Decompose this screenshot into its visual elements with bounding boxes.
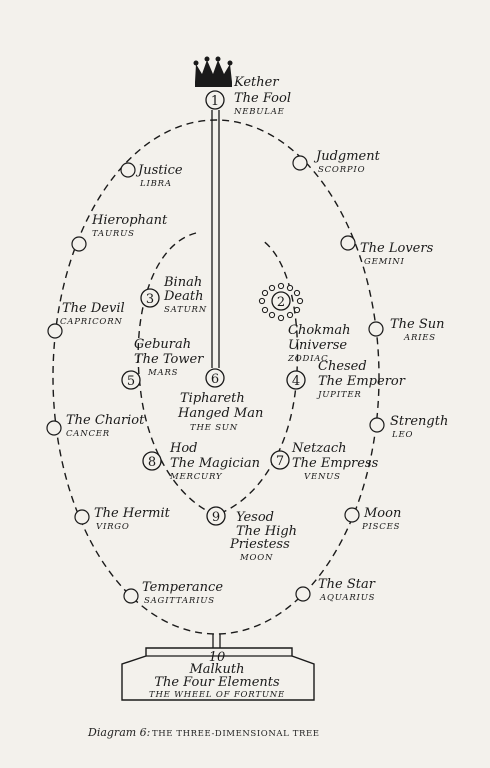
outer-sign: VIRGO (96, 522, 130, 532)
outer-temperance: Temperance SAGITTARIUS (123, 580, 223, 606)
node-number: 3 (146, 292, 154, 307)
node-name: Chokmah (288, 323, 350, 338)
node-number: 1 (211, 94, 219, 109)
node-card: Hanged Man (177, 406, 263, 421)
node-attribution: MARS (147, 368, 178, 378)
node-chesed: 4 Chesed The Emperor JUPITER (286, 359, 406, 400)
outer-name: The Star (318, 577, 376, 592)
inner-ellipse (137, 232, 299, 516)
node-binah: 3 Binah Death SATURN (140, 275, 207, 315)
outer-name: Moon (363, 506, 401, 521)
outer-lovers: The Lovers GEMINI (340, 235, 434, 267)
caption-prefix: Diagram 6: (87, 726, 150, 739)
node-card-cont: Priestess (229, 537, 290, 552)
outer-sign: SCORPIO (318, 165, 365, 175)
outer-name: The Hermit (94, 506, 171, 521)
node-number: 6 (211, 372, 219, 387)
node-card: The Magician (170, 456, 260, 471)
node-name: Yesod (236, 510, 274, 525)
node-card: The Four Elements (154, 675, 280, 690)
outer-judgment: Judgment SCORPIO (292, 149, 381, 175)
node-yesod: 9 Yesod The High Priestess MOON (206, 506, 297, 563)
outer-devil: The Devil CAPRICORN (47, 301, 125, 339)
node-number: 7 (276, 454, 284, 469)
outer-sign: LIBRA (139, 179, 172, 189)
node-geburah: 5 Geburah The Tower MARS (121, 337, 204, 390)
outer-name: Justice (135, 163, 183, 178)
node-tiphareth: 6 Tiphareth Hanged Man THE SUN (177, 368, 263, 433)
node-name: Hod (169, 441, 198, 456)
outer-sign: CANCER (66, 429, 110, 439)
outer-sign: AQUARIUS (319, 593, 375, 603)
outer-justice: Justice LIBRA (120, 162, 183, 189)
outer-sun: The Sun ARIES (368, 317, 445, 343)
node-kether: 1 Kether The Fool NEBULAE (205, 75, 291, 117)
node-name: Malkuth (188, 662, 244, 677)
node-netzach: 7 Netzach The Empress VENUS (270, 441, 379, 482)
node-name: Tiphareth (180, 391, 245, 406)
outer-sign: PISCES (361, 522, 400, 532)
node-number: 5 (127, 374, 135, 389)
node-hod: 8 Hod The Magician MERCURY (142, 441, 260, 482)
outer-name: The Devil (62, 301, 125, 316)
node-number: 10 (209, 650, 226, 665)
node-name: Chesed (318, 359, 367, 374)
node-attribution: NEBULAE (233, 107, 285, 117)
outer-sign: GEMINI (364, 257, 405, 267)
outer-sign: SAGITTARIUS (144, 596, 215, 606)
node-attribution: JUPITER (316, 390, 362, 400)
outer-hermit: The Hermit VIRGO (74, 506, 171, 532)
node-attribution: THE SUN (190, 423, 238, 433)
outer-hierophant: Hierophant TAURUS (71, 213, 168, 252)
node-card: Universe (288, 338, 347, 353)
node-number: 4 (292, 374, 300, 389)
node-name: Netzach (291, 441, 347, 456)
node-chokmah: 2 Chokmah Universe ZODIAC (258, 282, 350, 364)
node-attribution: VENUS (304, 472, 341, 482)
node-name: Geburah (134, 337, 191, 352)
malkuth-platform (121, 647, 315, 701)
outer-sign: LEO (391, 430, 413, 440)
outer-moon: Moon PISCES (344, 506, 401, 532)
caption-title: THE THREE-DIMENSIONAL TREE (152, 729, 320, 739)
outer-name: Temperance (142, 580, 223, 595)
outer-name: The Sun (390, 317, 445, 332)
node-attribution: THE WHEEL OF FORTUNE (149, 690, 285, 700)
outer-sign: TAURUS (92, 229, 135, 239)
node-number: 2 (277, 295, 285, 310)
node-card: The Fool (234, 91, 291, 106)
node-name: Binah (163, 275, 202, 290)
node-attribution: MERCURY (169, 472, 223, 482)
node-number: 9 (212, 510, 220, 525)
caption: Diagram 6: THE THREE-DIMENSIONAL TREE (87, 726, 320, 739)
node-attribution: SATURN (164, 305, 207, 315)
node-card: The High (236, 524, 297, 539)
node-card: The Tower (134, 352, 204, 367)
node-card: The Empress (292, 456, 379, 471)
node-card: The Emperor (318, 374, 406, 389)
node-number: 8 (148, 455, 156, 470)
zodiac-ring-icon (258, 282, 304, 322)
outer-star: The Star AQUARIUS (295, 577, 376, 603)
outer-ellipse (52, 119, 380, 635)
outer-sign: ARIES (403, 333, 436, 343)
outer-name: Strength (390, 414, 448, 429)
outer-name: Hierophant (91, 213, 168, 228)
outer-name: The Lovers (360, 241, 434, 256)
outer-strength: Strength LEO (369, 414, 448, 440)
node-card: Death (163, 289, 203, 304)
outer-name: The Chariot (66, 413, 145, 428)
node-name: Kether (233, 75, 279, 90)
outer-chariot: The Chariot CANCER (46, 413, 145, 439)
outer-sign: CAPRICORN (60, 317, 123, 327)
crown-icon (193, 56, 233, 87)
node-attribution: MOON (239, 553, 273, 563)
node-attribution: ZODIAC (287, 354, 329, 364)
outer-name: Judgment (313, 149, 381, 164)
node-malkuth: 10 Malkuth The Four Elements THE WHEEL O… (121, 647, 315, 701)
